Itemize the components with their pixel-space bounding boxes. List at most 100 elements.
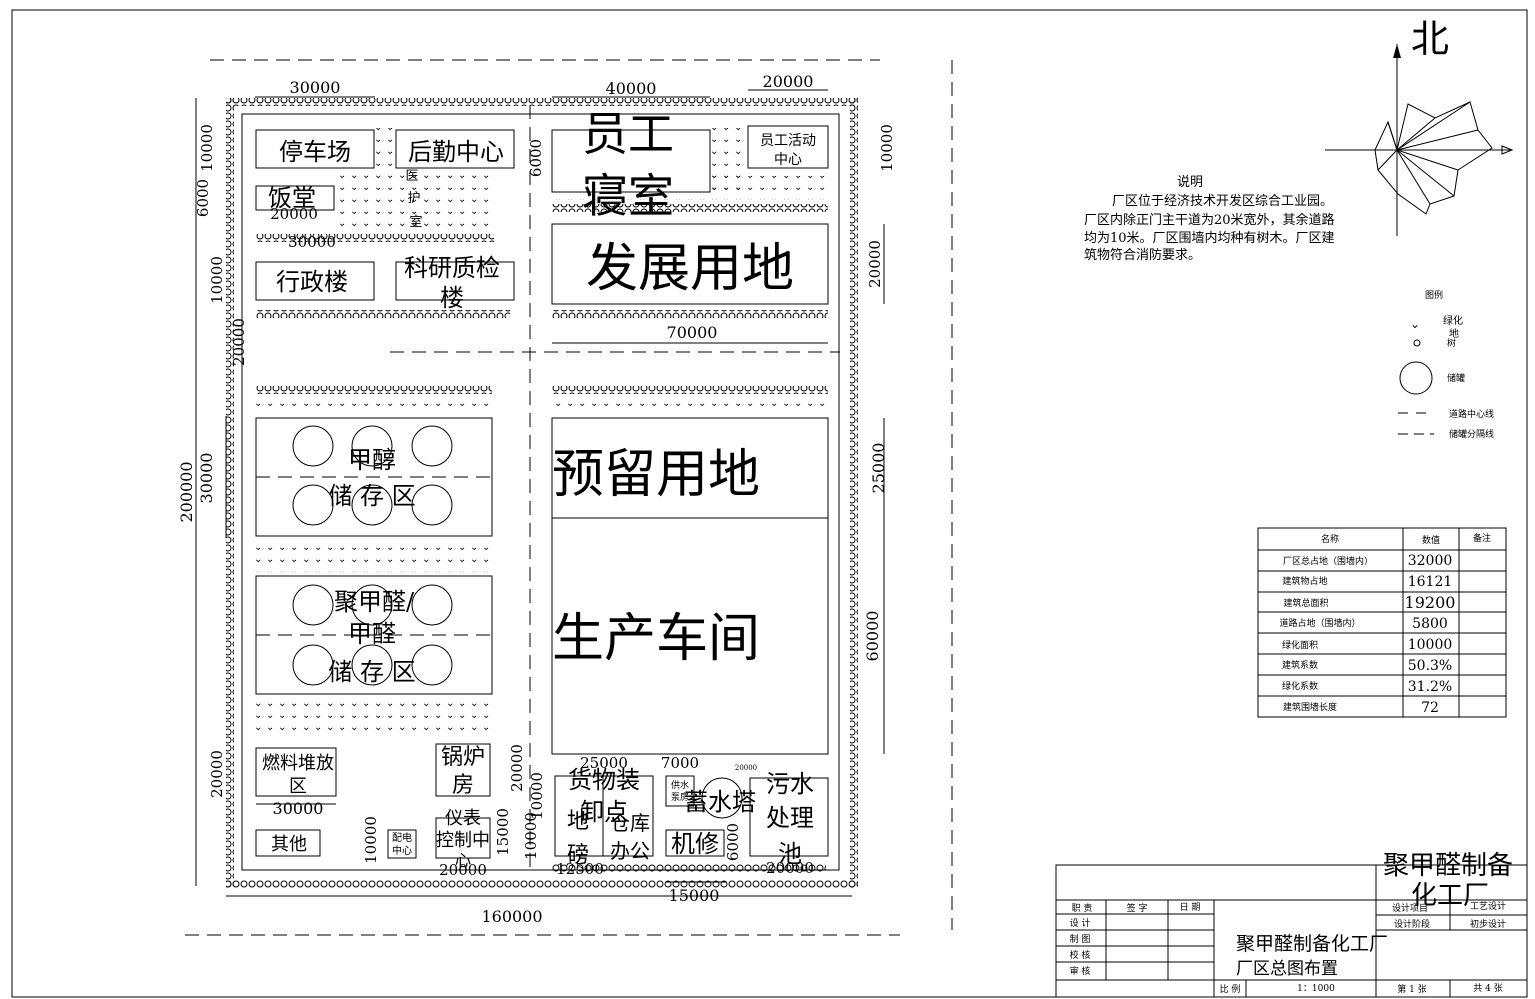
dim-30000-left: 30000 (197, 453, 216, 504)
parking-lot (255, 129, 375, 169)
label-pom-1: 聚甲醛/ (334, 588, 415, 616)
label-pom-2: 甲醛 (348, 620, 396, 648)
dim-20000-canteen: 20000 (270, 205, 318, 223)
stats-header-name: 名称 (1321, 533, 1339, 545)
design-item: 设计项目 (1392, 902, 1428, 914)
reserved-land (551, 417, 829, 519)
label-methanol-2: 储 存 区 (328, 482, 415, 510)
stats-row-name: 建筑物占地 (1282, 575, 1327, 587)
dimension-labels: 30000 40000 20000 20000 30000 70000 3000… (177, 72, 896, 926)
dim-10000-bottom: 10000 (362, 816, 380, 864)
stats-row-value: 19200 (1405, 593, 1456, 612)
title-block: 聚甲醛制备 化工厂 职 责 签 字 日 期 设 计 制 图 校 核 审 核 设计… (1055, 851, 1528, 998)
staff-activity-center (747, 125, 829, 169)
pump-house (665, 775, 695, 807)
dim-15000-b: 15000 (669, 886, 720, 905)
repair-shop (665, 829, 725, 857)
label-reserved: 预留用地 (552, 445, 760, 505)
label-sewage-3: 池 (778, 840, 802, 868)
tanks (292, 425, 453, 686)
legend-tank-sep: 储罐分隔线 (1449, 428, 1494, 440)
tree-rows (256, 204, 828, 872)
dim-6000-tower: 6000 (724, 823, 742, 861)
scale-value: 1：1000 (1297, 984, 1335, 994)
label-sewage-2: 处理 (766, 804, 814, 832)
label-scale-1: 地 (567, 809, 589, 834)
label-fuel-2: 区 (289, 776, 307, 797)
perimeter-wall (226, 98, 858, 888)
dim-10000-left2: 10000 (208, 256, 226, 304)
dim-10000-left1: 10000 (198, 124, 216, 172)
buildings (255, 125, 829, 859)
stats-header-note: 备注 (1473, 532, 1491, 544)
label-research-1: 科研质检 (404, 254, 500, 282)
label-activity-2: 中心 (774, 152, 802, 168)
stats-row-name: 建筑系数 (1282, 659, 1318, 671)
weighbridge (554, 775, 604, 857)
label-research-2: 楼 (440, 284, 464, 312)
stats-row-name: 建筑总面积 (1283, 597, 1328, 609)
green-areas (256, 128, 832, 738)
design-stage-val: 初步设计 (1470, 918, 1506, 930)
notes-line-2: 厂区内除正门主干道为20米宽外，其余道路 (1084, 212, 1335, 228)
compass: 北 (1325, 17, 1514, 236)
warehouse-office (602, 775, 654, 857)
dim-small: 20000 (735, 764, 757, 772)
stats-row-value: 16121 (1408, 574, 1453, 590)
label-tower: 蓄水塔 (684, 788, 756, 816)
instrument-control (435, 817, 491, 859)
label-boiler-2: 房 (452, 773, 474, 798)
stats-header-value: 数值 (1422, 534, 1440, 546)
dim-25000: 25000 (869, 443, 888, 494)
dim-20000-sewage: 20000 (766, 859, 814, 877)
label-fuel-1: 燃料堆放 (262, 753, 334, 774)
label-scale-2: 磅 (567, 843, 589, 868)
sheet-no: 第 1 张 (1397, 983, 1426, 995)
label-admin: 行政楼 (276, 268, 348, 296)
col-date: 日 期 (1180, 902, 1201, 913)
col-role: 职 责 (1072, 902, 1093, 914)
label-boiler-1: 锅炉 (441, 745, 485, 770)
development-land (551, 223, 829, 305)
logistics-center (395, 129, 515, 169)
research-building (395, 261, 515, 301)
col-sign: 签 字 (1127, 902, 1148, 914)
dim-6000-left: 6000 (194, 179, 212, 217)
label-instrument-1: 仪表 (445, 808, 481, 829)
legend: 图例 ⌄ 绿化 地 树 储罐 道路中心线 储罐分隔线 (1398, 289, 1494, 440)
label-pom-3: 储 存 区 (328, 658, 415, 686)
label-other: 其他 (271, 834, 307, 855)
role-review: 审 核 (1070, 965, 1091, 977)
label-power-1: 配电 (392, 831, 412, 844)
dim-25000-b: 25000 (580, 754, 628, 772)
dim-7000: 7000 (661, 754, 699, 772)
staff-dormitory (551, 129, 711, 193)
legend-tree-icon (1413, 339, 1421, 347)
project-big-1: 聚甲醛制备 (1383, 851, 1513, 881)
label-activity-1: 员工活动 (760, 133, 816, 149)
dim-30000-top: 30000 (290, 78, 341, 97)
stats-row-name: 建筑围墙长度 (1283, 701, 1337, 713)
stats-row-value: 50.3% (1408, 658, 1452, 674)
dim-40000-top: 40000 (606, 79, 657, 98)
label-power-2: 中心 (392, 844, 412, 857)
legend-green-1: 绿化 (1443, 314, 1463, 327)
notes-title: 说明 (1177, 175, 1203, 190)
stats-row-name: 道路占地（围墙内） (1279, 617, 1360, 629)
drawing-name: 厂区总图布置 (1236, 959, 1338, 979)
label-instrument-3: 心 (455, 851, 471, 870)
stats-row-value: 31.2% (1408, 679, 1452, 695)
legend-tank-icon (1399, 361, 1433, 395)
dim-12500: 12500 (556, 860, 604, 878)
label-pump-2: 泵房 (671, 791, 689, 803)
legend-tree: 树 (1447, 337, 1456, 349)
label-dorm-2: 寝室 (582, 169, 674, 223)
stats-table: 名称 数值 备注 厂区总占地（围墙内） 32000 建筑物占地 16121 建筑… (1257, 527, 1507, 718)
dim-200000: 200000 (177, 461, 196, 522)
stats-row-name: 绿化系数 (1282, 680, 1318, 692)
stats-row-value: 72 (1421, 700, 1439, 716)
dim-20000-top: 20000 (763, 72, 814, 91)
dim-10000-c1: 10000 (528, 772, 546, 820)
dim-160000: 160000 (481, 907, 542, 926)
